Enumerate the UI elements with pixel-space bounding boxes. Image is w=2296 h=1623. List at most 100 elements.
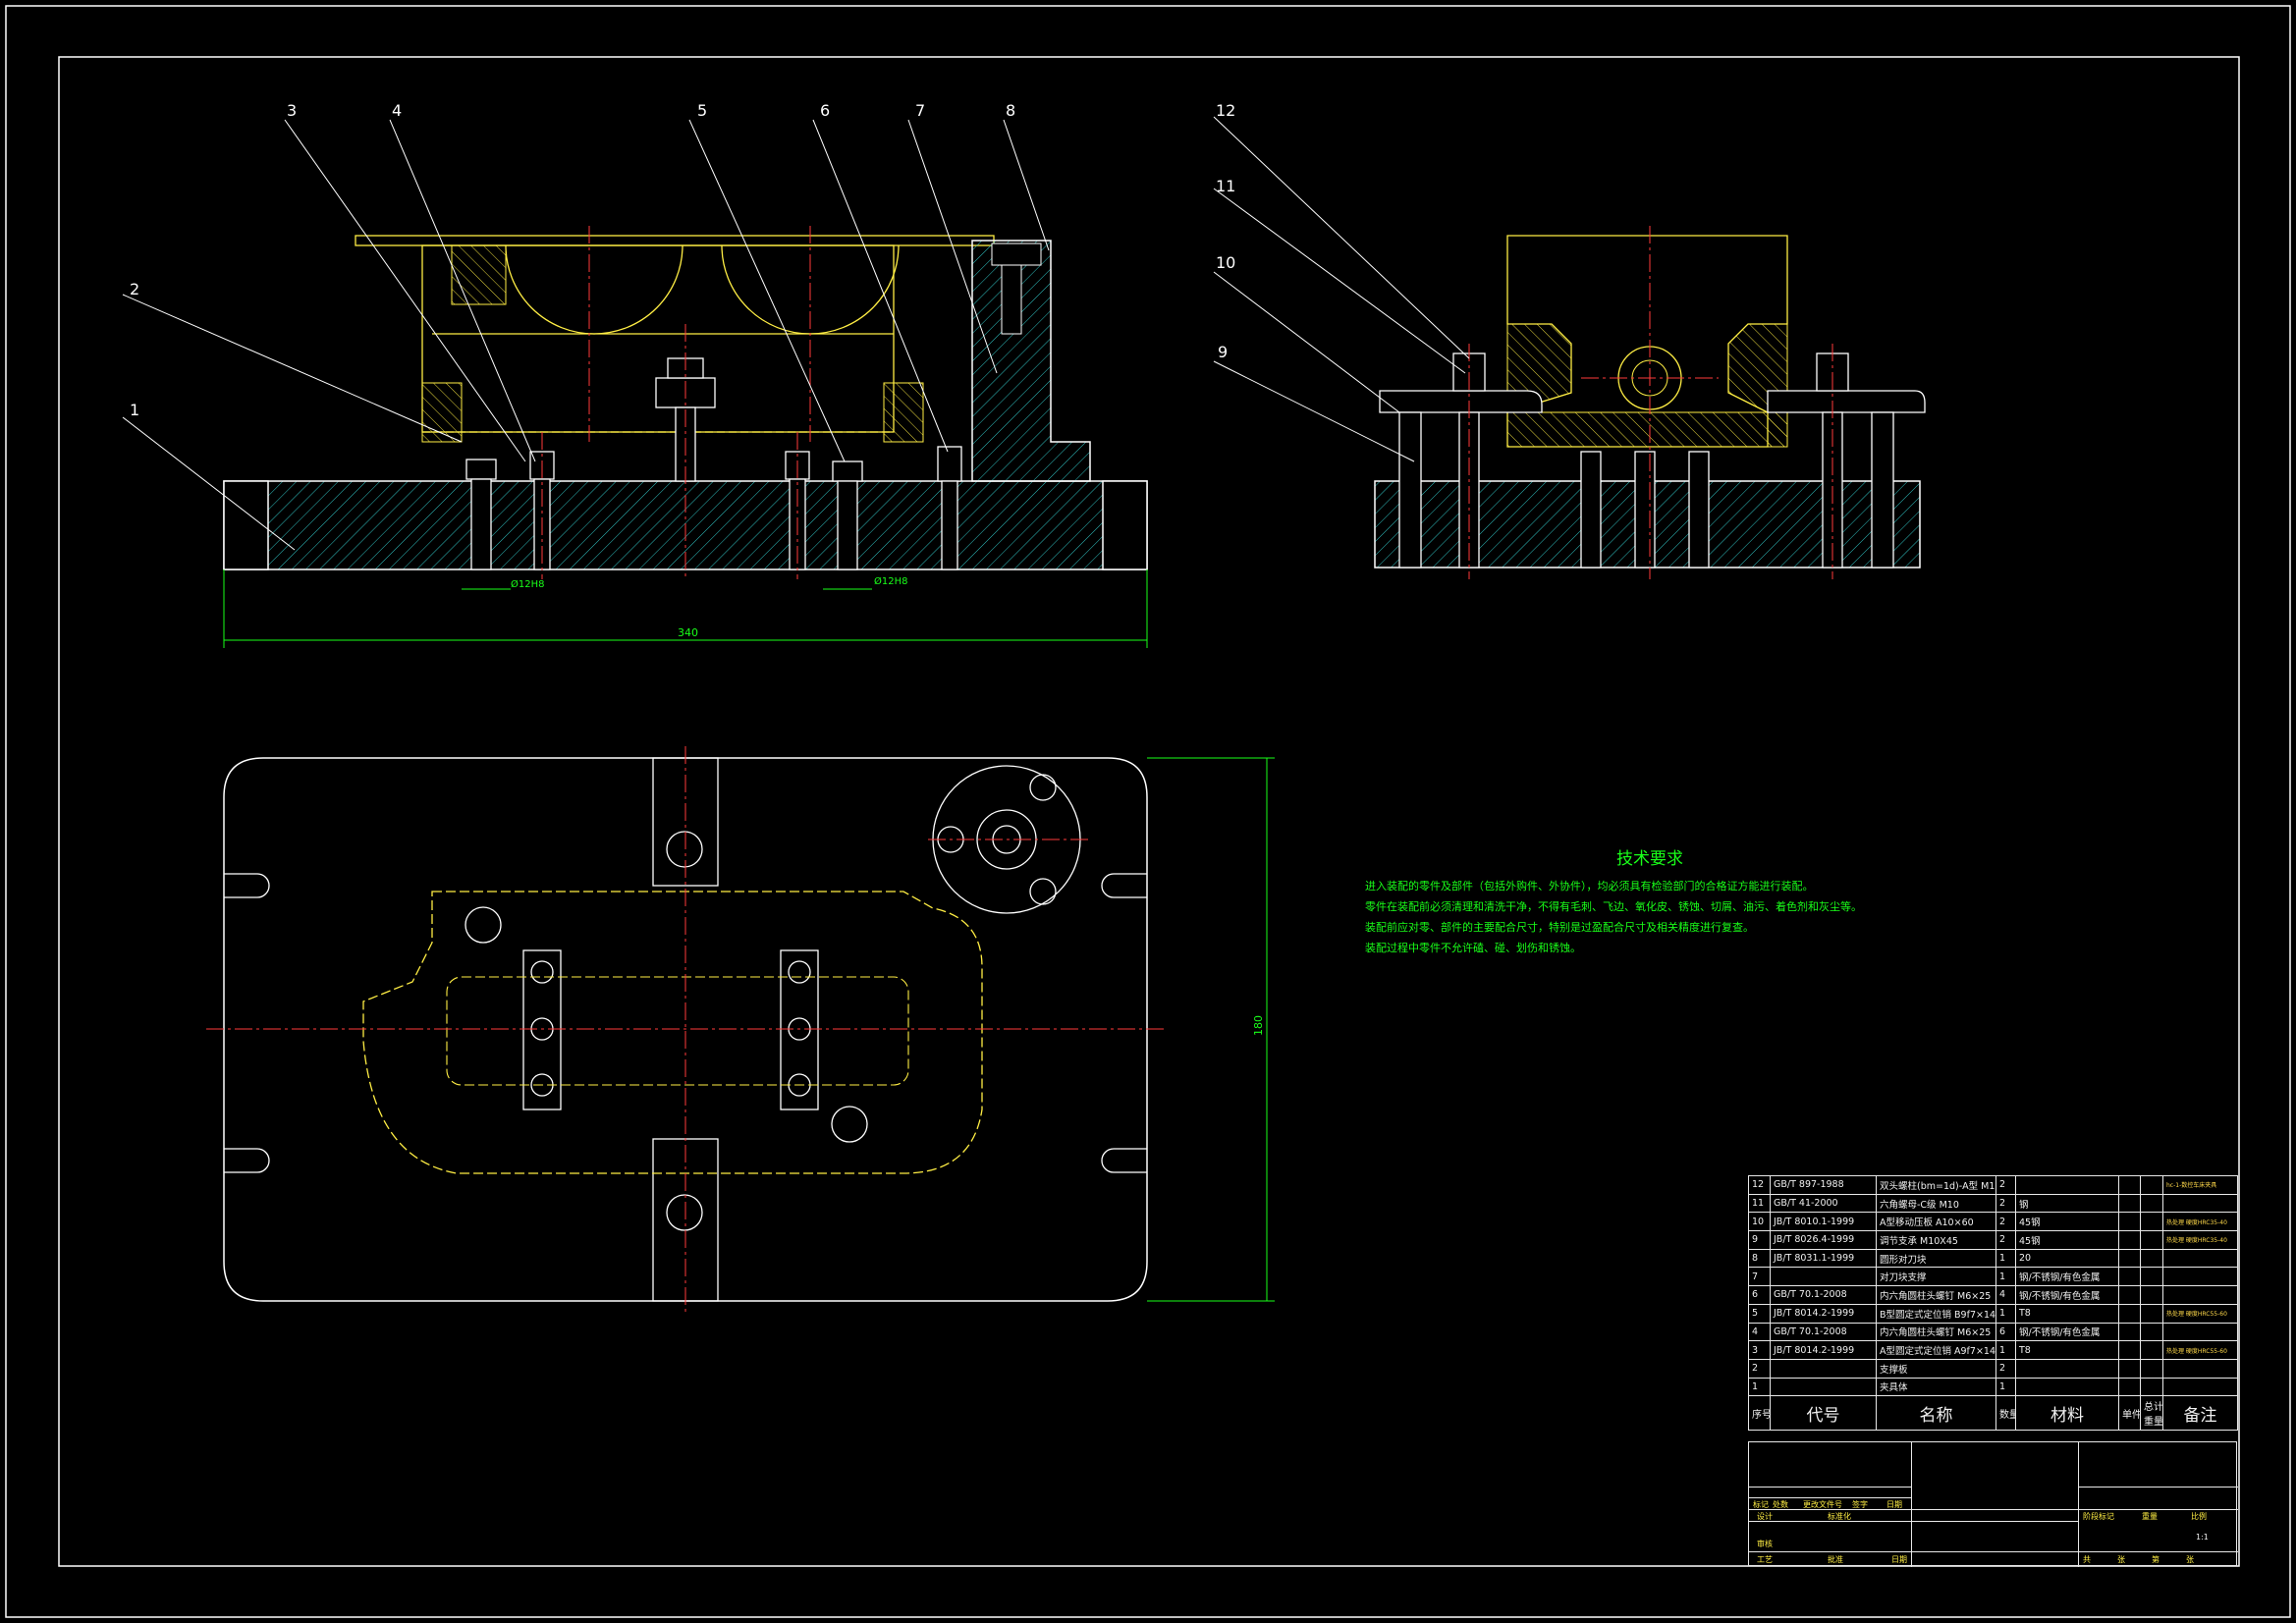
- bom-cell-note: [2162, 1193, 2238, 1214]
- bom-cell-note: hc-1-数控车床夹具: [2162, 1175, 2238, 1195]
- tb-review-label: 审核: [1757, 1540, 1773, 1548]
- bom-cell-note: [2162, 1285, 2238, 1305]
- dim-hole-right: Ø12H8: [874, 575, 907, 587]
- tb-design-label: 设计: [1757, 1512, 1773, 1521]
- bom-cell-empty: [2140, 1212, 2163, 1232]
- tb-scale-label: 比例: [2191, 1512, 2207, 1521]
- bom-cell-empty: [2118, 1285, 2141, 1305]
- bom-cell-no: 11: [1748, 1193, 1771, 1214]
- tech-line: 装配前应对零、部件的主要配合尺寸，特别是过盈配合尺寸及相关精度进行复查。: [1365, 921, 1754, 934]
- bom-cell-code: GB/T 70.1-2008: [1770, 1322, 1877, 1342]
- bom-cell-qty: 6: [1995, 1322, 2016, 1342]
- bom-cell-material: [2015, 1175, 2119, 1195]
- bom-header-name: 名称: [1876, 1395, 1996, 1432]
- bom-cell-no: 1: [1748, 1377, 1771, 1397]
- bom-cell-qty: 1: [1995, 1377, 2016, 1397]
- balloon-4: 4: [392, 101, 402, 120]
- bom-cell-material: 45钢: [2015, 1230, 2119, 1250]
- bom-cell-material: 钢/不锈钢/有色金属: [2015, 1267, 2119, 1287]
- bom-cell-empty: [2140, 1358, 2163, 1379]
- bom-cell-code: [1770, 1267, 1877, 1287]
- bom-cell-qty: 2: [1995, 1358, 2016, 1379]
- bom-cell-note: [2162, 1322, 2238, 1342]
- bom-cell-qty: 2: [1995, 1193, 2016, 1214]
- bom-cell-code: GB/T 70.1-2008: [1770, 1285, 1877, 1305]
- bom-cell-note: 热处理 硬度HRC35-40: [2162, 1212, 2238, 1232]
- tb-standard-label: 标准化: [1828, 1512, 1851, 1521]
- tb-scale-value: 1:1: [2196, 1533, 2209, 1542]
- dim-overall-length: 340: [678, 626, 698, 639]
- bom-cell-empty: [2140, 1285, 2163, 1305]
- bom-cell-empty: [2140, 1377, 2163, 1397]
- bom-cell-material: [2015, 1358, 2119, 1379]
- bom-cell-empty: [2118, 1230, 2141, 1250]
- bom-cell-code: JB/T 8026.4-1999: [1770, 1230, 1877, 1250]
- balloon-11: 11: [1216, 177, 1235, 195]
- bom-cell-empty: [2118, 1212, 2141, 1232]
- tb-sign-label: 签字: [1852, 1500, 1868, 1509]
- bom-cell-empty: [2140, 1322, 2163, 1342]
- tb-sheet2-label: 张: [2186, 1555, 2194, 1564]
- tech-line: 装配过程中零件不允许磕、碰、划伤和锈蚀。: [1365, 942, 1581, 954]
- balloon-6: 6: [820, 101, 830, 120]
- bom-cell-material: 20: [2015, 1248, 2119, 1269]
- bom-cell-no: 7: [1748, 1267, 1771, 1287]
- bom-cell-qty: 4: [1995, 1285, 2016, 1305]
- tb-weight-label: 重量: [2142, 1512, 2158, 1521]
- bom-cell-empty: [2140, 1193, 2163, 1214]
- bom-cell-no: 12: [1748, 1175, 1771, 1195]
- bom-cell-material: T8: [2015, 1303, 2119, 1324]
- bom-cell-empty: [2140, 1248, 2163, 1269]
- title-block: 标记 处数 更改文件号 签字 日期 设计 标准化 审核 工艺 批准 阶段标记 重…: [1748, 1441, 2238, 1567]
- bom-cell-empty: [2140, 1340, 2163, 1360]
- bom-cell-qty: 1: [1995, 1303, 2016, 1324]
- bom-header-unit: 单件: [2118, 1395, 2141, 1432]
- bom-cell-qty: 2: [1995, 1230, 2016, 1250]
- side-view: [1374, 226, 1926, 579]
- bom-cell-name: A型移动压板 A10×60: [1876, 1212, 1996, 1232]
- bom-cell-material: [2015, 1377, 2119, 1397]
- bom-cell-empty: [2118, 1175, 2141, 1195]
- bom-cell-name: 内六角圆柱头螺钉 M6×25: [1876, 1322, 1996, 1342]
- inner-border: [58, 56, 2240, 1567]
- bom-cell-empty: [2140, 1175, 2163, 1195]
- bom-cell-material: T8: [2015, 1340, 2119, 1360]
- bom-cell-note: 热处理 硬度HRC55-60: [2162, 1303, 2238, 1324]
- tb-date2-label: 日期: [1891, 1555, 1907, 1564]
- balloon-7: 7: [915, 101, 925, 120]
- balloon-5: 5: [697, 101, 707, 120]
- bom-cell-no: 4: [1748, 1322, 1771, 1342]
- top-view: [206, 746, 1275, 1316]
- bom-cell-empty: [2118, 1358, 2141, 1379]
- bom-cell-name: 对刀块支撑: [1876, 1267, 1996, 1287]
- bom-cell-code: GB/T 41-2000: [1770, 1193, 1877, 1214]
- tech-title: 技术要求: [1616, 849, 1683, 869]
- bom-cell-code: [1770, 1358, 1877, 1379]
- bom-header-material: 材料: [2015, 1395, 2119, 1432]
- tb-sheets-label: 张: [2117, 1555, 2125, 1564]
- bom-cell-no: 5: [1748, 1303, 1771, 1324]
- bom-cell-qty: 1: [1995, 1267, 2016, 1287]
- balloon-8: 8: [1006, 101, 1015, 120]
- bom-cell-material: 45钢: [2015, 1212, 2119, 1232]
- bom-cell-name: B型圆定式定位销 B9f7×14: [1876, 1303, 1996, 1324]
- tb-date-label: 日期: [1886, 1500, 1902, 1509]
- technical-requirements: 技术要求 进入装配的零件及部件（包括外购件、外协件），均必须具有检验部门的合格证…: [1365, 849, 1895, 958]
- bom-cell-material: 钢: [2015, 1193, 2119, 1214]
- bom-cell-qty: 1: [1995, 1340, 2016, 1360]
- tb-sheet-no-label: 第: [2152, 1555, 2159, 1564]
- bom-cell-empty: [2118, 1193, 2141, 1214]
- balloon-2: 2: [130, 280, 139, 298]
- bom-cell-note: [2162, 1248, 2238, 1269]
- tb-change-label: 更改文件号: [1803, 1500, 1842, 1509]
- bom-cell-qty: 2: [1995, 1175, 2016, 1195]
- balloon-3: 3: [287, 101, 297, 120]
- bom-cell-code: JB/T 8010.1-1999: [1770, 1212, 1877, 1232]
- tb-approve-label: 批准: [1828, 1555, 1843, 1564]
